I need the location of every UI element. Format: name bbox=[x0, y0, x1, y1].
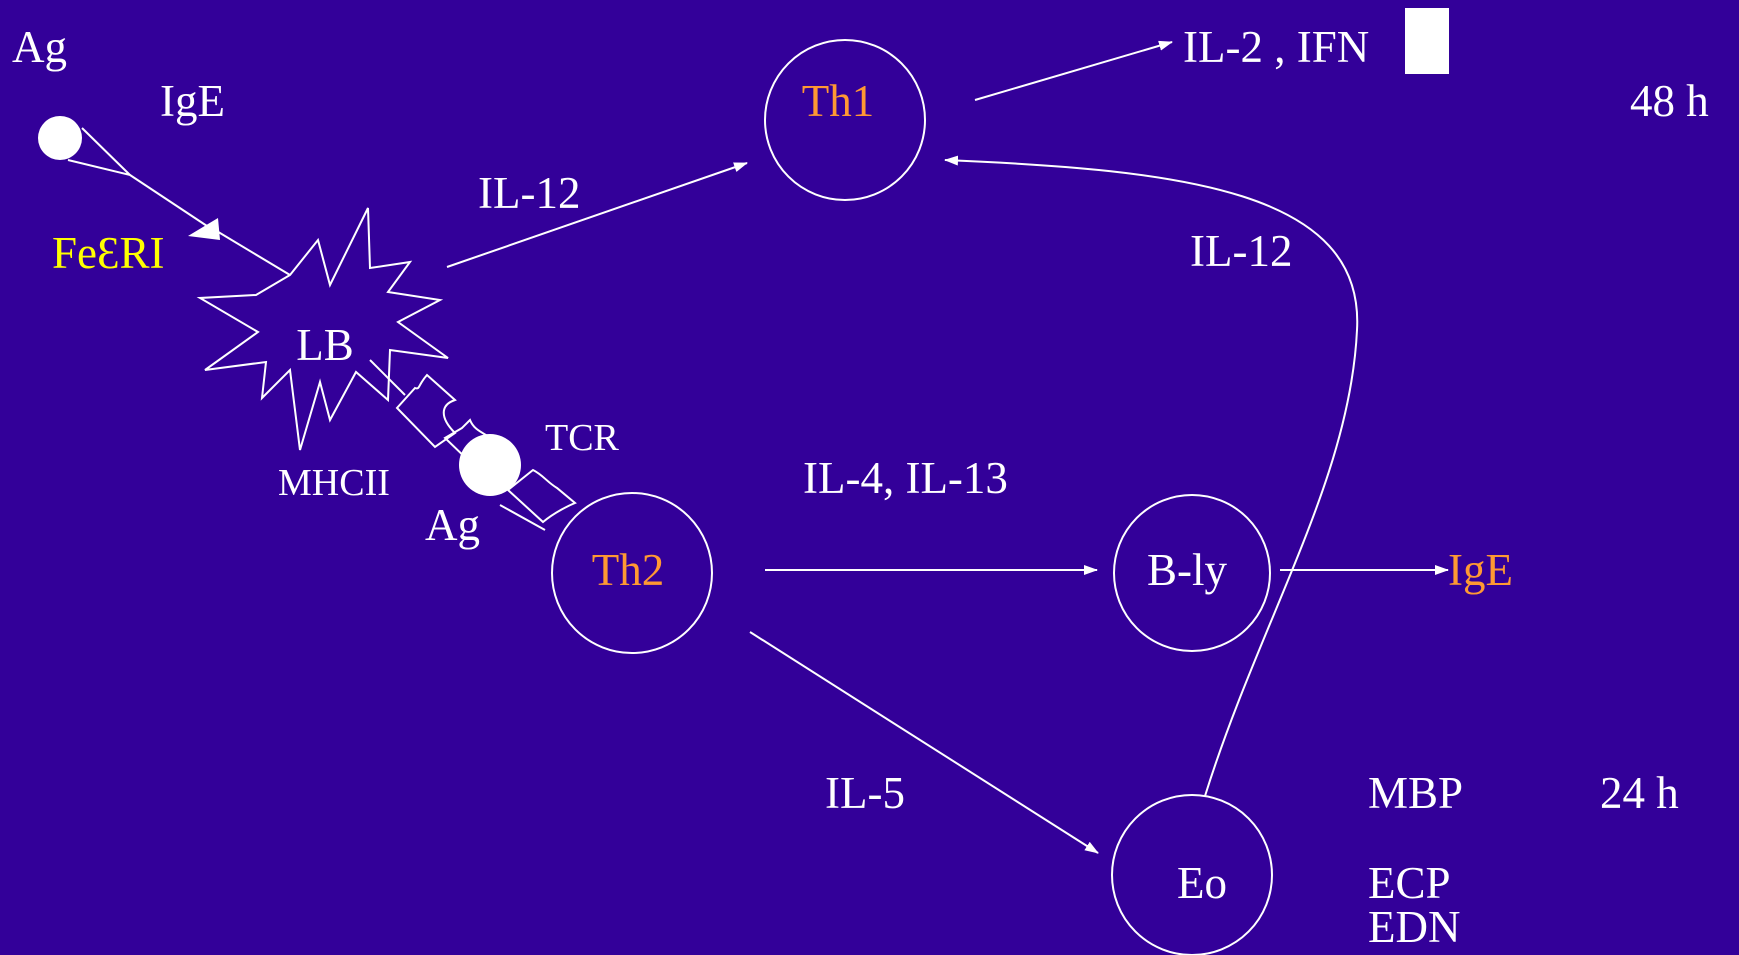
lb-star-shape bbox=[196, 207, 449, 451]
time-24h-label: 24 h bbox=[1600, 768, 1679, 818]
antigen-label-bottom: Ag bbox=[425, 500, 480, 550]
edn-label: EDN bbox=[1368, 902, 1460, 952]
antigen-label-top: Ag bbox=[12, 22, 67, 72]
b-lymphocyte-cell bbox=[1113, 494, 1271, 652]
arrow-th1-to-il2 bbox=[974, 40, 1173, 101]
mhcii-label: MHCII bbox=[278, 462, 390, 504]
time-48h-label: 48 h bbox=[1630, 76, 1709, 126]
arrow-th2-to-eo bbox=[749, 631, 1099, 854]
tcr-label: TCR bbox=[545, 417, 620, 459]
ige-output-label: IgE bbox=[1448, 545, 1513, 595]
ige-label-top: IgE bbox=[160, 76, 225, 126]
mbp-label: MBP bbox=[1368, 768, 1463, 818]
ifn-gamma-placeholder-box bbox=[1405, 8, 1449, 74]
fceri-label: FeƐRI bbox=[52, 228, 165, 278]
il2-ifn-label: IL-2 , IFN bbox=[1183, 22, 1369, 72]
mhcii-tcr-complex bbox=[369, 359, 577, 531]
ige-stalk bbox=[129, 174, 211, 229]
bly-label: B-ly bbox=[1147, 545, 1228, 595]
ecp-label: ECP bbox=[1368, 858, 1451, 908]
th1-cell bbox=[764, 39, 926, 201]
fceri-anchor-line bbox=[214, 229, 291, 276]
eosinophil-cell bbox=[1111, 794, 1273, 955]
il12-left-label: IL-12 bbox=[478, 168, 580, 218]
th2-label: Th2 bbox=[592, 545, 665, 595]
th1-label: Th1 bbox=[802, 76, 875, 126]
arrow-eo-to-th1 bbox=[944, 155, 1359, 797]
eo-label: Eo bbox=[1177, 858, 1227, 908]
fceri-receptor-icon bbox=[188, 218, 220, 240]
il4-il13-label: IL-4, IL-13 bbox=[803, 453, 1008, 503]
antigen-particle-bottom bbox=[459, 434, 521, 496]
il12-right-label: IL-12 bbox=[1190, 226, 1292, 276]
antigen-particle-top bbox=[38, 116, 82, 160]
arrow-lb-to-th1 bbox=[446, 162, 748, 268]
lb-label: LB bbox=[296, 320, 354, 370]
th2-cell bbox=[551, 492, 713, 654]
il5-label: IL-5 bbox=[825, 768, 905, 818]
